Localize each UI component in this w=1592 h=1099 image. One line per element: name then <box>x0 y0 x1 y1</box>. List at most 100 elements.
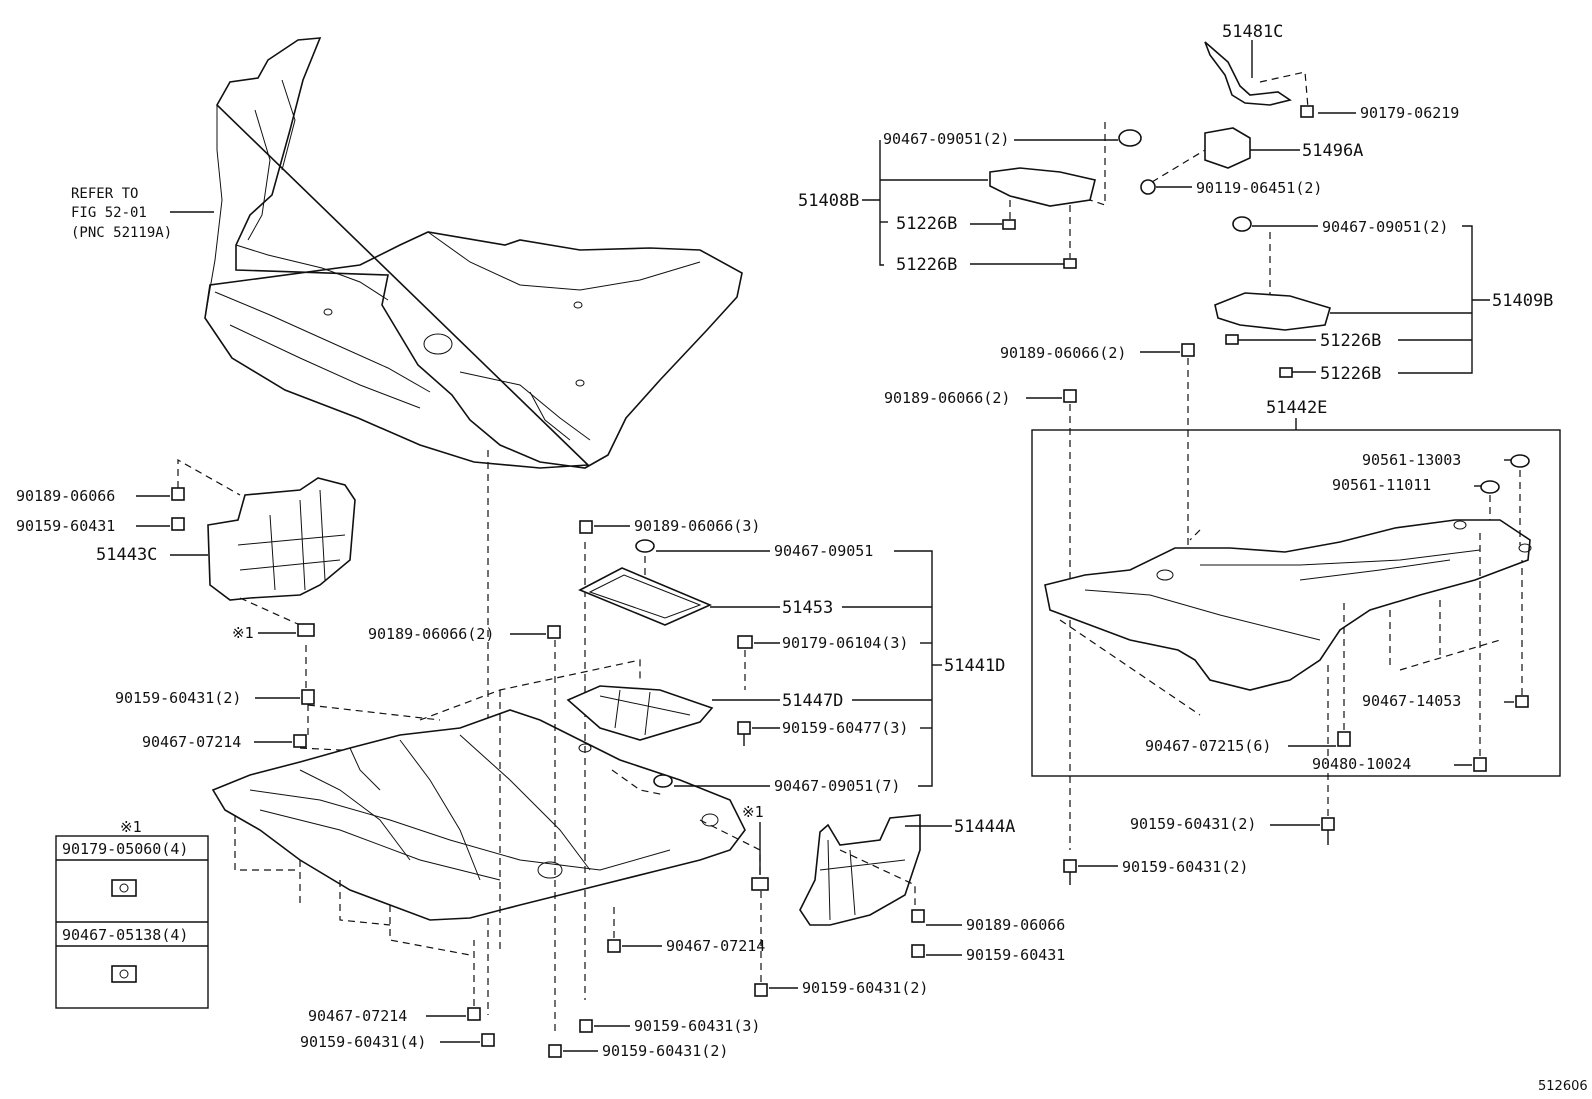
clip-90189-06066-l <box>171 487 185 501</box>
cover-51444A <box>799 814 921 926</box>
label-90467-07215-6: 90467-07215(6) <box>1145 737 1271 755</box>
refer-note-line3: (PNC 52119A) <box>71 225 172 241</box>
clip-90467-09051-b <box>1232 216 1252 232</box>
label-90467-07214-c: 90467-07214 <box>308 1007 407 1025</box>
legend-title: ※1 <box>120 818 142 836</box>
clip-90189-06066-m <box>911 909 925 923</box>
label-51441D: 51441D <box>944 656 1005 676</box>
clip-90561-11011 <box>1480 480 1500 494</box>
label-51496A: 51496A <box>1302 141 1363 161</box>
group-box-51442E <box>1031 429 1561 777</box>
clip-90189-06066-b <box>1063 389 1077 403</box>
front-bumper-cover <box>204 37 743 469</box>
bracket-51481C <box>1204 41 1292 106</box>
bracket-51496A <box>1204 127 1251 169</box>
bolt-90159-60431-4 <box>481 1033 495 1047</box>
label-90159-60431-3: 90159-60431(3) <box>634 1017 760 1035</box>
label-90159-60431-2b: 90159-60431(2) <box>602 1042 728 1060</box>
refer-note-line2: FIG 52-01 <box>71 205 147 221</box>
bolt-90159-60431-r2 <box>1063 859 1077 885</box>
bolt-90159-60431-l <box>171 517 185 531</box>
label-90467-09051-2b: 90467-09051(2) <box>1322 218 1448 236</box>
bolt-90159-60477 <box>737 721 751 746</box>
nut-51226B-2 <box>1063 258 1077 269</box>
bolt-90159-60431-3 <box>579 1019 593 1033</box>
label-51409B: 51409B <box>1492 291 1553 311</box>
label-90189-06066-2a: 90189-06066(2) <box>1000 344 1126 362</box>
fastener-90179-06219 <box>1300 105 1314 118</box>
nut-x1-b <box>751 877 769 891</box>
label-90189-06066-2c: 90189-06066(2) <box>368 625 494 643</box>
clip-90467-07215 <box>1337 731 1351 747</box>
clip-90467-09051-top <box>1118 129 1142 147</box>
clip-90467-07214-a <box>293 734 307 748</box>
under-cover-51442E <box>1044 519 1532 691</box>
label-90119-06451-2: 90119-06451(2) <box>1196 179 1322 197</box>
legend-nut-icon-1 <box>111 879 137 897</box>
label-51453: 51453 <box>782 598 833 618</box>
label-51408B: 51408B <box>798 191 859 211</box>
legend-part-1: 90179-05060(4) <box>62 840 188 858</box>
bracket-51408B <box>989 167 1096 207</box>
label-90189-06066-m: 90189-06066 <box>966 916 1065 934</box>
label-90179-06219: 90179-06219 <box>1360 104 1459 122</box>
bolt-90159-60431-2m <box>754 983 768 997</box>
x1-note-b: ※1 <box>742 803 764 821</box>
nut-51226B-1 <box>1002 219 1016 230</box>
label-51444A: 51444A <box>954 817 1015 837</box>
label-90561-11011: 90561-11011 <box>1332 476 1431 494</box>
label-90467-09051: 90467-09051 <box>774 542 873 560</box>
label-90189-06066-3: 90189-06066(3) <box>634 517 760 535</box>
label-90189-06066-2b: 90189-06066(2) <box>884 389 1010 407</box>
nut-51226B-3 <box>1225 334 1239 345</box>
label-90467-07214-a: 90467-07214 <box>142 733 241 751</box>
label-90159-60431-2r1: 90159-60431(2) <box>1130 815 1256 833</box>
label-90159-60431-2m: 90159-60431(2) <box>802 979 928 997</box>
x1-note-a: ※1 <box>232 624 254 642</box>
label-90159-60431-2l: 90159-60431(2) <box>115 689 241 707</box>
pad-51453 <box>578 567 713 626</box>
clip-90189-06066-a <box>1181 343 1195 357</box>
bracket-51447D <box>566 685 714 741</box>
label-90159-60431-l: 90159-60431 <box>16 517 115 535</box>
nut-x1-a <box>297 623 315 637</box>
clip-90467-14053 <box>1515 695 1529 708</box>
label-90189-06066-l: 90189-06066 <box>16 487 115 505</box>
label-90467-14053: 90467-14053 <box>1362 692 1461 710</box>
label-90467-09051-7: 90467-09051(7) <box>774 777 900 795</box>
label-90159-60431-2r2: 90159-60431(2) <box>1122 858 1248 876</box>
under-cover-51441D <box>211 709 746 921</box>
label-90159-60431-m: 90159-60431 <box>966 946 1065 964</box>
cover-51443C <box>207 477 356 601</box>
legend-nut-icon-2 <box>111 965 137 983</box>
label-90179-06104-3: 90179-06104(3) <box>782 634 908 652</box>
clip-90467-09051-7 <box>653 774 673 788</box>
label-51443C: 51443C <box>96 545 157 565</box>
clip-90467-09051-m <box>635 539 655 553</box>
clip-90467-07214-c <box>467 1007 481 1021</box>
label-51226B-3: 51226B <box>1320 331 1381 351</box>
label-90467-09051-2a: 90467-09051(2) <box>883 130 1009 148</box>
label-51226B-4: 51226B <box>1320 364 1381 384</box>
label-51226B-2: 51226B <box>896 255 957 275</box>
nut-90179-06104 <box>737 635 753 649</box>
label-51447D: 51447D <box>782 691 843 711</box>
bolt-90159-60431-l2 <box>301 689 315 705</box>
refer-note-line1: REFER TO <box>71 186 138 202</box>
nut-90480-10024 <box>1473 757 1487 772</box>
label-90467-07214-b: 90467-07214 <box>666 937 765 955</box>
bracket-51409B <box>1214 292 1331 331</box>
label-51442E: 51442E <box>1266 398 1327 418</box>
legend-part-2: 90467-05138(4) <box>62 926 188 944</box>
clip-90561-13003 <box>1510 454 1530 468</box>
clip-90467-07214-b <box>607 939 621 953</box>
bolt-90159-60431-2b <box>548 1044 562 1058</box>
label-51226B-1: 51226B <box>896 214 957 234</box>
bolt-90159-60431-r1 <box>1321 817 1335 845</box>
bolt-90159-60431-m <box>911 944 925 958</box>
screw-90119-06451 <box>1140 179 1156 195</box>
clip-90189-06066-3 <box>579 520 593 534</box>
label-90159-60477-3: 90159-60477(3) <box>782 719 908 737</box>
figure-number: 512606 <box>1538 1079 1588 1094</box>
